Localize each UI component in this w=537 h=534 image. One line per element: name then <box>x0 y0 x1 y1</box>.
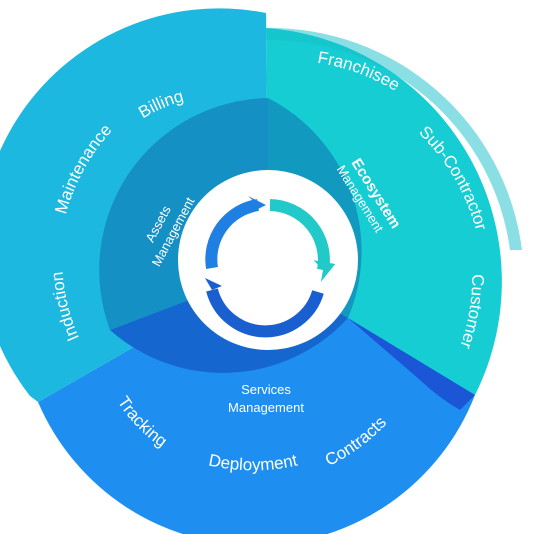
services-outer-segment <box>38 270 475 534</box>
ecosystem-outer-shade <box>266 27 522 251</box>
services-title: Services Management <box>228 382 304 415</box>
services-accent-wedge <box>348 318 475 410</box>
svg-text:Services: Services <box>241 382 291 397</box>
svg-text:Management: Management <box>228 400 304 415</box>
deployment-label: Deployment <box>207 451 299 475</box>
center-hole <box>230 222 306 298</box>
cycle-arrows-icon <box>205 196 336 338</box>
